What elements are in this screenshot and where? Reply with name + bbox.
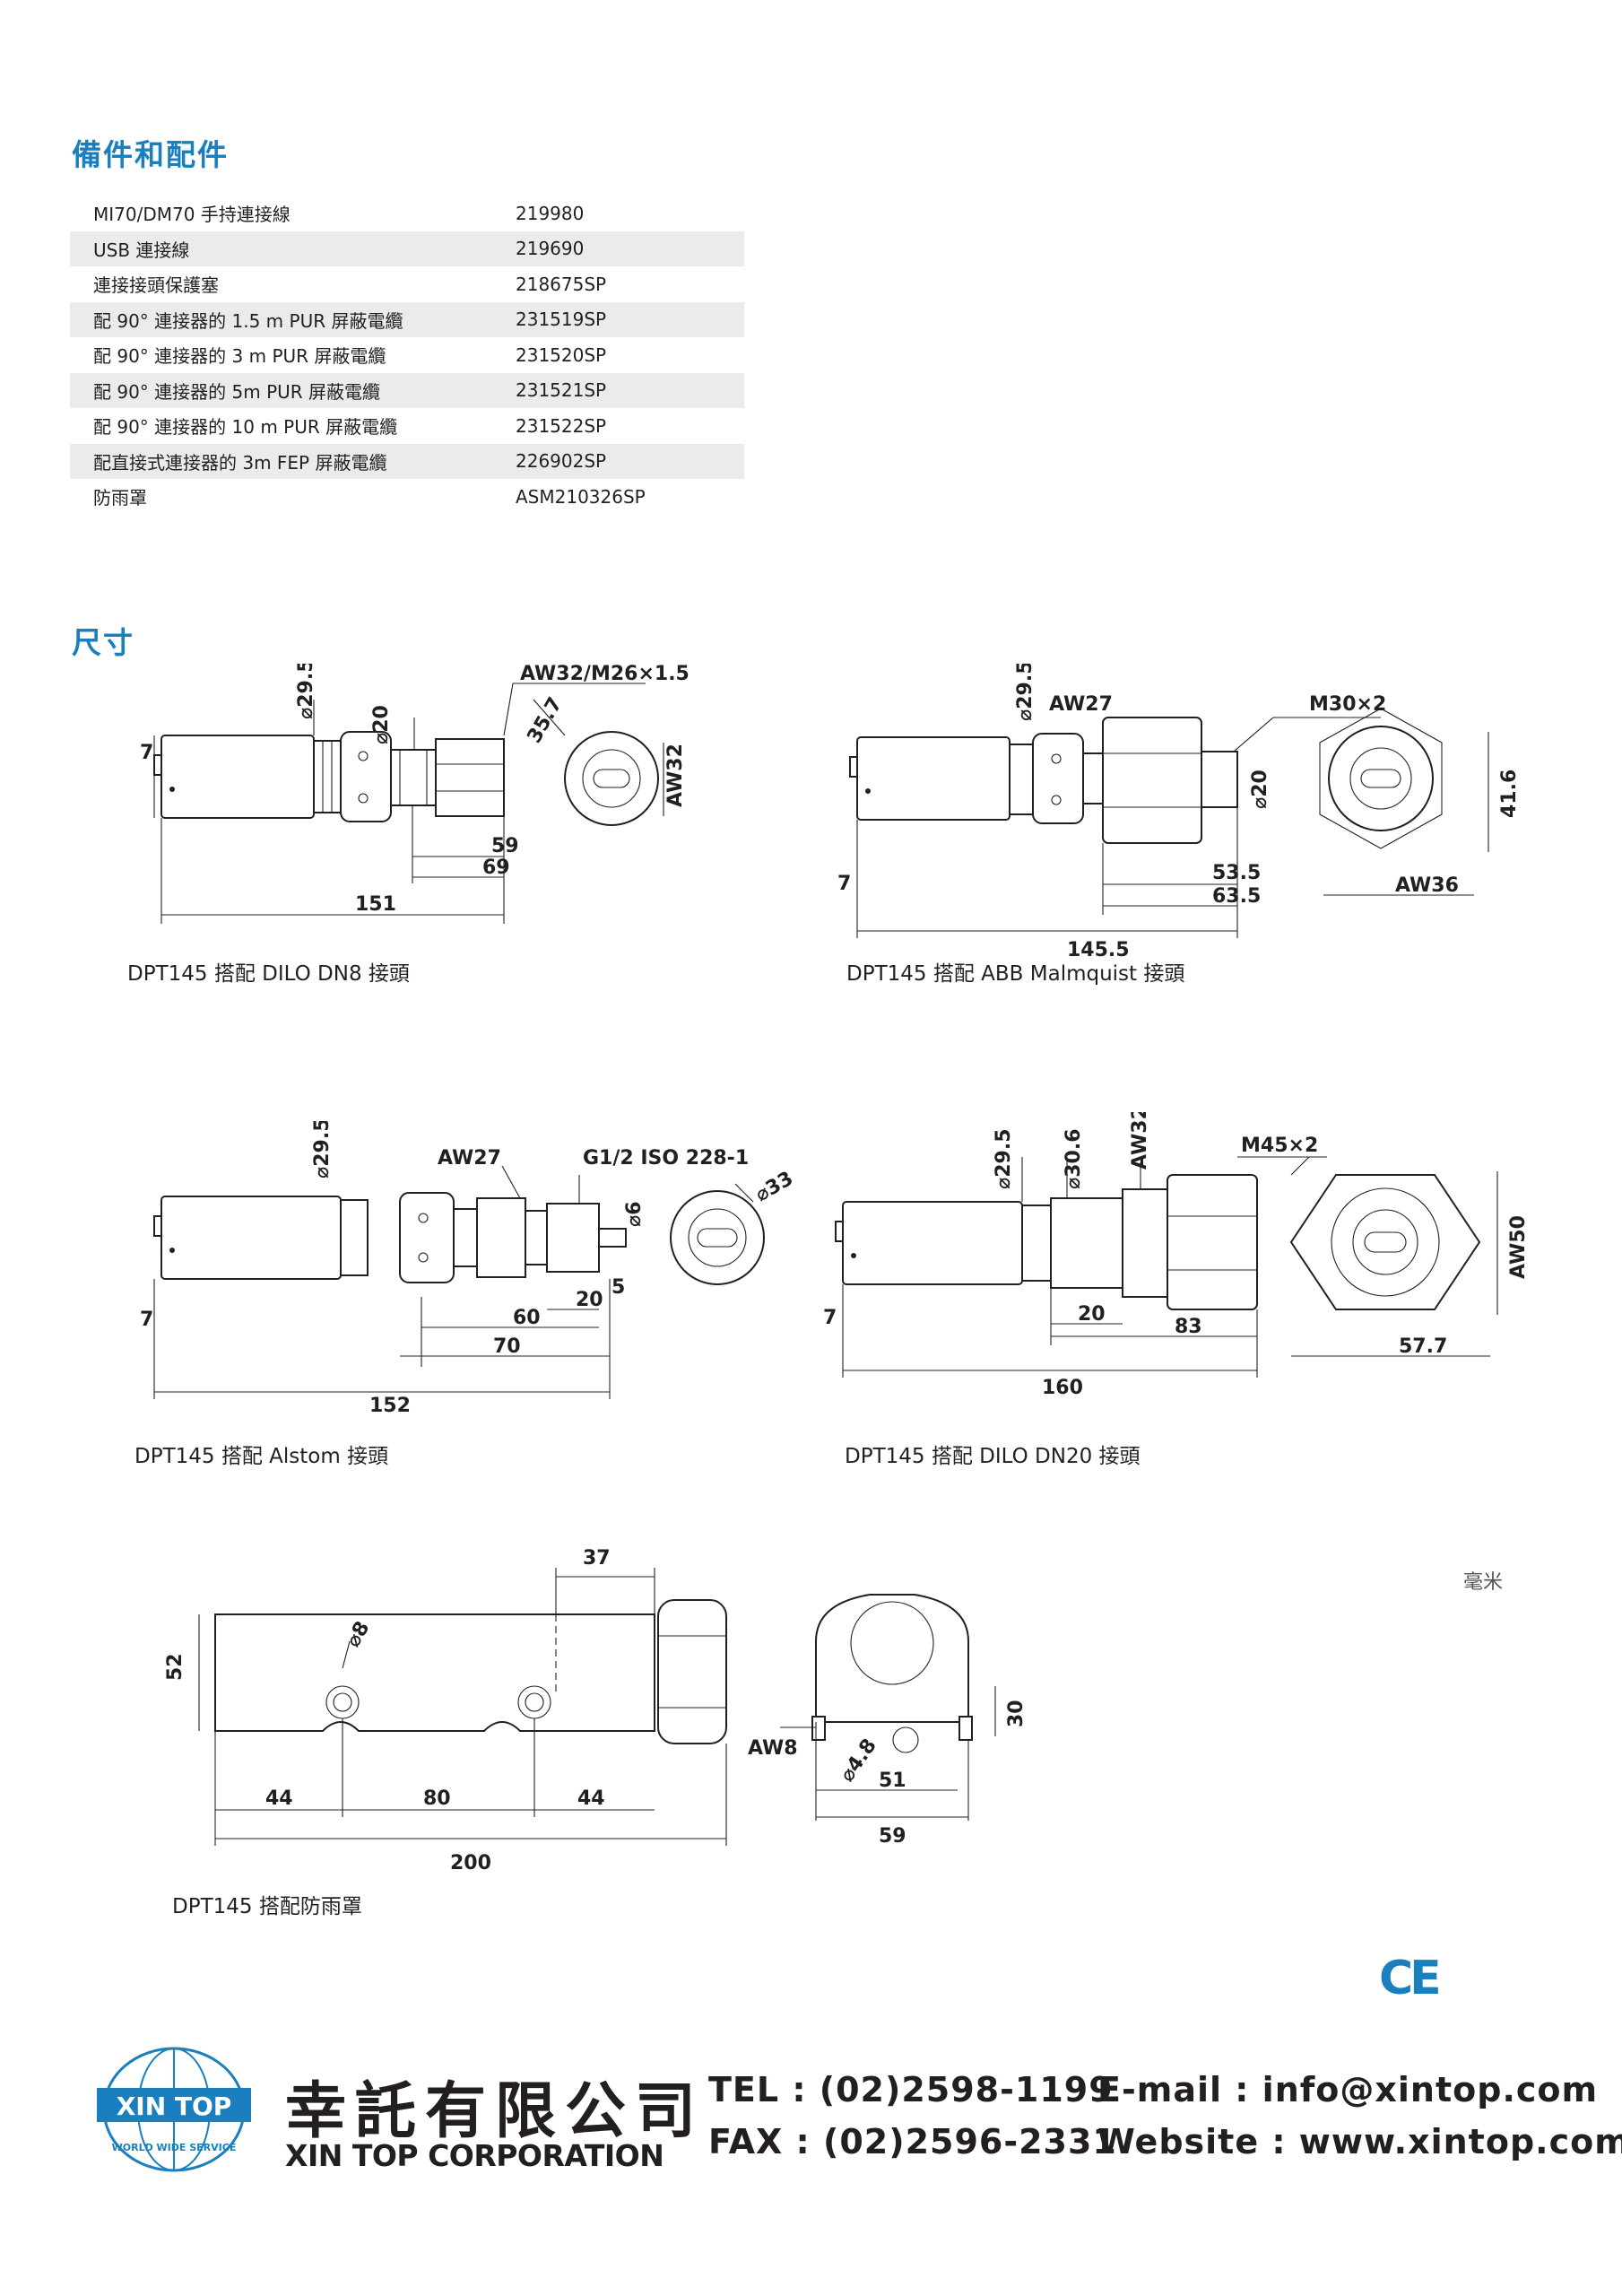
dim-label: ⌀20: [1249, 770, 1271, 809]
logo-text: XIN TOP: [117, 2092, 232, 2121]
dim-label: 20: [1078, 1303, 1106, 1326]
dim-label: 60: [513, 1307, 541, 1329]
dim-label: 7: [140, 1309, 153, 1331]
dim-label: 35.7: [524, 693, 568, 747]
dim-label: ⌀30.6: [1063, 1128, 1085, 1189]
dim-label: AW32: [1129, 1112, 1151, 1170]
dim-label: 151: [355, 893, 396, 916]
unit-label: 毫米: [1463, 1571, 1504, 1594]
company-name-en: XIN TOP CORPORATION: [285, 2138, 664, 2173]
dim-label: ⌀29.5: [1014, 664, 1037, 721]
fax: FAX : (02)2596-2331: [708, 2122, 1117, 2161]
ce-mark: CE: [1379, 1952, 1442, 2005]
dim-label: ⌀29.5: [311, 1121, 334, 1178]
drawing-alstom: ⌀29.5 AW27 G1/2 ISO 228-1 ⌀6 ⌀33 7 5 20 …: [140, 1121, 797, 1417]
dim-label: 152: [369, 1395, 411, 1417]
dim-label: ⌀33: [752, 1168, 797, 1207]
dim-label: 20: [576, 1289, 603, 1311]
drawing-abb-malmquist: ⌀29.5 AW27 M30×2 ⌀20 41.6 7 53.5 63.5 AW…: [837, 664, 1521, 960]
dim-label: ⌀20: [370, 705, 393, 744]
accessories-title: 備件和配件: [72, 137, 229, 172]
dim-label: 59: [491, 835, 519, 857]
dim-label: 160: [1042, 1377, 1083, 1399]
dim-label: ⌀4.8: [836, 1735, 880, 1786]
dim-label: 70: [493, 1335, 521, 1358]
dim-label: AW27: [438, 1147, 501, 1170]
dim-label: 41.6: [1498, 770, 1521, 818]
dim-label: 63.5: [1212, 885, 1261, 908]
drawing-rain-shield: 37 52 ⌀8 44 80 44 200 AW8 ⌀4.8 30 51 59: [164, 1547, 1028, 1874]
dim-label: 52: [164, 1653, 186, 1681]
dimensions-title: 尺寸: [72, 625, 134, 660]
dim-label: AW32/M26×1.5: [520, 664, 690, 685]
dim-label: G1/2 ISO 228-1: [583, 1147, 749, 1170]
dim-label: 69: [482, 857, 510, 879]
dim-label: 145.5: [1067, 939, 1130, 960]
company-logo: XIN TOP WORLD WIDE SERVICE: [97, 2047, 251, 2172]
dim-label: 44: [577, 1787, 605, 1810]
caption-alstom: DPT145 搭配 Alstom 接頭: [134, 1445, 389, 1468]
dim-label: AW50: [1507, 1215, 1530, 1279]
dim-label: ⌀29.5: [295, 664, 317, 719]
dim-label: 53.5: [1212, 862, 1261, 884]
dim-label: 59: [879, 1825, 906, 1848]
dim-label: ⌀6: [623, 1201, 646, 1227]
dim-label: 7: [823, 1307, 837, 1329]
email: E-mail : info@xintop.com: [1097, 2070, 1599, 2109]
dim-label: 80: [423, 1787, 451, 1810]
dim-label: 44: [265, 1787, 293, 1810]
dim-label: 57.7: [1399, 1335, 1447, 1358]
dim-label: 30: [1005, 1700, 1028, 1727]
caption-rain-shield: DPT145 搭配防雨罩: [172, 1895, 362, 1918]
website: Website : www.xintop.com: [1097, 2122, 1622, 2161]
drawing-dilo-dn8: ⌀29.5 ⌀20 AW32/M26×1.5 35.7 AW32 7 59 69…: [140, 664, 690, 924]
dim-label: AW8: [748, 1737, 798, 1760]
dim-label: 7: [837, 873, 851, 895]
tel: TEL : (02)2598-1199: [708, 2070, 1114, 2109]
drawing-dilo-dn20: ⌀29.5 ⌀30.6 AW32 M45×2 AW50 7 20 83 160 …: [823, 1112, 1530, 1399]
caption-dilo-dn8: DPT145 搭配 DILO DN8 接頭: [127, 962, 410, 986]
logo-ring-text: WORLD WIDE SERVICE: [112, 2142, 237, 2153]
dim-label: AW36: [1395, 874, 1459, 897]
dim-label: 37: [583, 1547, 611, 1570]
dim-label: 7: [140, 742, 153, 764]
company-name-cn: 幸託有限公司: [285, 2076, 706, 2147]
caption-abb-malmquist: DPT145 搭配 ABB Malmquist 接頭: [846, 962, 1185, 986]
dim-label: AW32: [664, 744, 687, 807]
dim-label: 83: [1175, 1316, 1202, 1338]
dim-label: ⌀29.5: [993, 1128, 1015, 1189]
dim-label: AW27: [1049, 693, 1113, 716]
dim-label: 200: [450, 1852, 491, 1874]
dim-label: M45×2: [1241, 1135, 1318, 1157]
caption-dilo-dn20: DPT145 搭配 DILO DN20 接頭: [845, 1445, 1141, 1468]
dim-label: 51: [879, 1770, 906, 1792]
dim-label: M30×2: [1309, 693, 1386, 716]
dim-label: 5: [612, 1276, 625, 1299]
